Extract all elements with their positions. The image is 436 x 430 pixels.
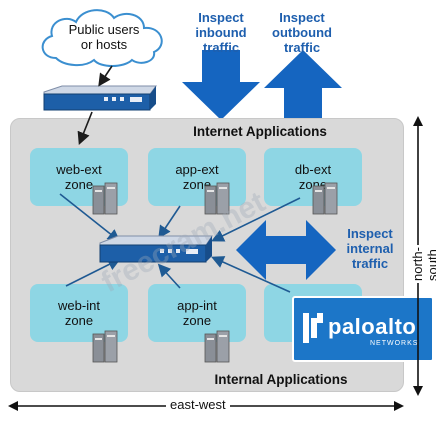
zone-web-ext-suffix: zone [64,177,94,192]
inspect-outbound-label: Inspect outbound traffic [254,10,350,55]
inspect-outbound-line3: traffic [283,40,321,55]
cloud-label-line1: Public users [68,22,140,37]
core-firewall-icon [99,235,213,263]
zone-web-ext: web-ext zone [30,148,128,206]
zone-web-ext-name: web-ext [56,162,102,177]
db-ext-to-core-arrow [211,197,301,242]
inspect-outbound-line1: Inspect [279,10,325,25]
app-int-to-core-arrow [157,263,181,289]
server-icon [92,182,118,215]
zone-web-int-name: web-int [58,298,100,313]
web-int-to-core-arrow [65,258,121,287]
firewall-to-web-ext-arrow [77,111,93,145]
internet-applications-title: Internet Applications [193,124,327,139]
inspect-outbound-line2: outbound [272,25,332,40]
paloalto-logo-sub: NETWORKS [370,340,419,347]
inspect-inbound-line2: inbound [195,25,247,40]
server-icon [92,330,118,363]
app-ext-to-core-arrow [158,205,181,239]
server-icon [204,330,230,363]
inspect-internal-line3: traffic [351,256,389,271]
cloud-label-line2: or hosts [80,37,128,52]
web-ext-to-core-arrow [59,193,121,242]
inspect-inbound-label: Inspect inbound traffic [176,10,266,55]
internal-double-arrow-icon [236,220,336,280]
zone-db-ext-name: db-ext [294,162,332,177]
inspect-internal-line2: internal [346,241,394,256]
inspect-internal-line1: Inspect [347,226,393,241]
inbound-arrow-icon [182,50,260,120]
zone-app-ext-suffix: zone [182,177,212,192]
zone-app-ext-name: app-ext [175,162,219,177]
cloud-label: Public users or hosts [54,22,154,52]
zone-app-int-suffix: zone [182,313,212,328]
zone-web-int-suffix: zone [64,313,94,328]
cloud-shape [41,9,163,67]
perimeter-firewall-icon [43,85,157,111]
inspect-internal-label: Inspect internal traffic [334,226,406,271]
internal-applications-title: Internal Applications [214,372,348,387]
server-icon [204,182,230,215]
zone-app-int-name: app-int [177,298,217,313]
db-int-to-core-arrow [211,256,291,293]
zone-app-int: app-int zone [148,284,246,342]
paloalto-logo: paloalto NETWORKS [292,296,434,362]
north-south-label: north-south [410,245,436,283]
east-west-label: east-west [166,397,230,412]
paloalto-mark-icon [303,313,323,343]
zone-app-ext: app-ext zone [148,148,246,206]
paloalto-logo-name: paloalto [328,314,417,339]
inspect-inbound-line3: traffic [202,40,240,55]
cloud-to-firewall-arrow [98,65,113,87]
server-icon [312,182,338,215]
inspect-inbound-line1: Inspect [198,10,244,25]
outbound-arrow-icon [264,50,342,120]
